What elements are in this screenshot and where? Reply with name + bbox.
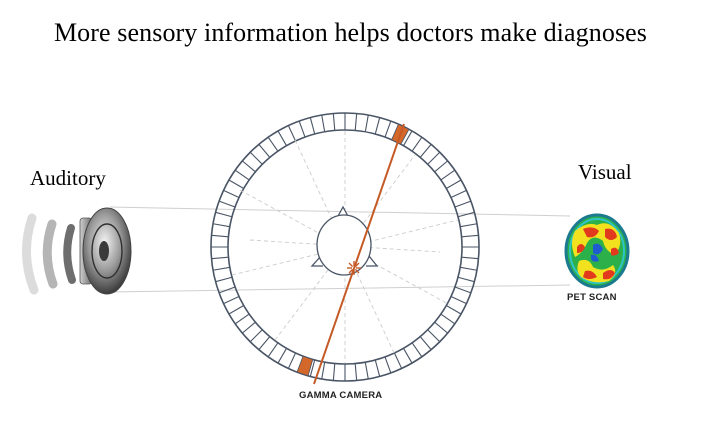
detector-cell-divider [460,223,478,228]
detector-cell-divider [228,305,244,315]
detector-cell-divider [411,136,423,152]
detector-cell-divider [218,200,236,208]
detector-cell-divider [212,223,230,228]
detector-cell-divider [434,321,449,334]
scanner-ring [210,112,480,382]
detector-cell-divider [249,329,263,343]
detector-cell-divider [287,125,297,142]
detector-cell-divider [249,151,263,165]
detector-cell-divider [321,114,326,132]
detector-cell-divider [364,114,369,132]
detector-cell-divider [354,363,358,381]
gamma-ray-line [313,123,405,385]
detector-cell-divider [258,143,271,158]
detector-cell-divider [374,117,381,135]
emission-burst-icon [347,261,361,275]
detector-cell-divider [403,130,413,146]
detector-cell-divider [446,305,462,315]
active-detector-bottom [296,355,314,377]
detector-cell-divider [461,234,479,238]
detector-cell-divider [234,313,250,325]
detector-cell-divider [419,336,432,351]
burst-ray [348,268,354,274]
detector-cell-divider [454,286,472,294]
detector-cell-divider [440,313,456,325]
detector-cell-divider [461,256,479,260]
detector-cell-divider [298,120,306,138]
detector-cell-divider [211,234,229,238]
detector-cell-divider [332,363,336,381]
lower-connector-line [109,284,571,293]
detector-cell-divider [403,348,413,364]
detector-cell-divider [460,266,478,271]
auditory-label: Auditory [30,166,106,190]
detector-cell-divider [374,359,381,377]
gamma-camera-caption: GAMMA CAMERA [299,390,383,401]
detector-cell-divider [212,266,230,271]
detector-cell-divider [218,286,236,294]
detector-cell-divider [384,356,392,374]
detector-cell-divider [427,329,441,343]
burst-ray [354,262,360,268]
detector-cell-divider [440,169,456,181]
burst-ray [354,268,360,274]
detector-cell-divider [393,352,403,369]
detector-cell-divider [454,200,472,208]
speaker-icon [21,207,132,295]
detector-cell-divider [215,211,233,218]
detector-cell-divider [354,113,358,131]
detector-cell-divider [267,136,279,152]
detector-cell-divider [228,179,244,189]
detector-cell-divider [241,160,256,173]
detector-cell-divider [411,342,423,358]
detector-cell-divider [223,295,240,305]
detector-cell-divider [277,348,287,364]
burst-ray [348,262,354,268]
detector-cell-divider [321,362,326,380]
detector-cell-divider [434,160,449,173]
detector-cell-divider [457,211,475,218]
detector-cell-divider [267,342,279,358]
detector-cell-divider [287,352,297,369]
detector-cell-divider [332,113,336,131]
detector-cell-divider [309,359,316,377]
diagram-title: More sensory information helps doctors m… [53,18,648,47]
detector-cell-divider [450,295,467,305]
detector-cell-divider [427,151,441,165]
detector-cell-divider [384,120,392,138]
detector-cell-divider [277,130,287,146]
detector-cell-divider [258,336,271,351]
pet-brain-image [564,213,630,289]
detector-cell-divider [364,362,369,380]
detector-cell-divider [446,179,462,189]
detector-cell-divider [223,189,240,199]
detector-cell-divider [457,276,475,283]
visual-label: Visual [578,160,632,184]
head-outline [310,205,379,276]
detector-cell-divider [241,321,256,334]
detector-cells [211,113,479,381]
pet-scan-caption: PET SCAN [567,292,617,303]
detector-cell-divider [419,143,432,158]
detector-cell-divider [309,117,316,135]
detector-cell-divider [450,189,467,199]
detector-cell-divider [234,169,250,181]
detector-cell-divider [215,276,233,283]
detector-cell-divider [211,256,229,260]
